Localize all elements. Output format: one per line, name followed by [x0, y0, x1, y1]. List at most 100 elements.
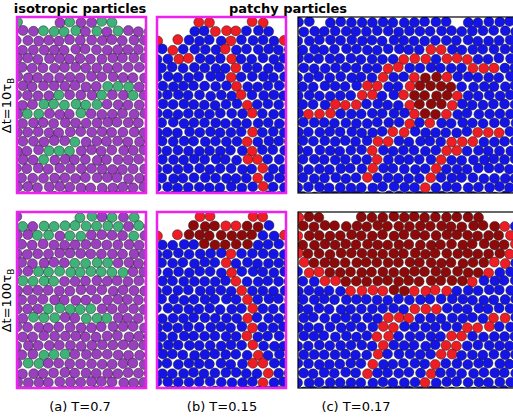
particle — [336, 164, 346, 174]
particle — [184, 377, 194, 387]
particle — [467, 350, 477, 360]
particle — [314, 340, 324, 350]
particle — [157, 173, 167, 183]
particle — [399, 127, 409, 137]
particle — [505, 304, 513, 314]
particle — [430, 212, 440, 222]
row-label-subscript: B — [7, 77, 17, 83]
particle — [81, 295, 91, 305]
particle — [436, 99, 446, 109]
particle — [473, 182, 483, 192]
particle — [232, 136, 242, 146]
particle — [200, 137, 210, 147]
particle — [398, 145, 408, 155]
particle — [60, 312, 70, 322]
particle — [194, 322, 204, 332]
particle — [388, 323, 398, 333]
particle — [469, 369, 479, 379]
particle — [206, 127, 216, 137]
particle — [168, 117, 178, 127]
particle — [184, 268, 194, 278]
particle — [341, 174, 351, 184]
particle — [91, 294, 101, 304]
particle — [357, 248, 367, 258]
particle — [500, 26, 510, 36]
particle — [70, 313, 80, 323]
particle — [71, 295, 81, 305]
particle — [436, 172, 446, 182]
particle — [263, 154, 273, 164]
particle — [253, 277, 263, 287]
particle — [55, 18, 65, 28]
particle — [134, 240, 144, 250]
particle — [430, 322, 440, 332]
particle — [195, 163, 205, 173]
particle — [194, 359, 204, 369]
particle — [378, 322, 388, 332]
particle — [87, 35, 97, 45]
particle — [298, 358, 303, 368]
particle — [393, 62, 403, 72]
particle — [378, 304, 388, 314]
particle — [221, 368, 231, 378]
particle — [22, 90, 32, 100]
particle — [336, 109, 346, 119]
particle — [409, 145, 419, 155]
particle — [330, 26, 340, 36]
particle — [174, 54, 184, 64]
particle — [372, 117, 382, 127]
particle — [86, 109, 96, 119]
particle — [351, 63, 361, 73]
particle — [34, 145, 44, 155]
particle — [298, 73, 303, 83]
particle — [463, 360, 473, 370]
particle — [242, 277, 252, 287]
particle — [405, 349, 415, 359]
particle — [81, 314, 91, 324]
particle — [18, 119, 28, 129]
particle — [112, 173, 122, 183]
particle — [50, 63, 60, 73]
particle — [173, 90, 183, 100]
particle — [373, 276, 383, 286]
particle — [75, 305, 85, 315]
particle — [336, 72, 346, 82]
particle — [495, 341, 505, 351]
particle — [331, 63, 341, 73]
particle — [237, 304, 247, 314]
particle — [231, 368, 241, 378]
particle — [367, 304, 377, 314]
particle — [128, 145, 138, 155]
particle — [468, 137, 478, 147]
particle — [309, 222, 319, 232]
particle — [264, 172, 274, 182]
particle — [18, 81, 28, 91]
particle — [298, 231, 303, 241]
particle — [54, 340, 64, 350]
particle — [506, 71, 513, 81]
particle — [49, 27, 59, 37]
particle — [319, 294, 329, 304]
particle — [431, 145, 441, 155]
particle — [383, 368, 393, 378]
particle — [394, 240, 404, 250]
particle — [373, 221, 383, 231]
particle — [55, 163, 65, 173]
particle — [227, 304, 237, 314]
particle — [499, 368, 509, 378]
particle — [97, 230, 107, 240]
particle — [210, 258, 220, 268]
particle — [118, 322, 128, 332]
particle — [210, 26, 220, 36]
particle — [65, 90, 75, 100]
particle — [85, 54, 95, 64]
particle — [75, 35, 85, 45]
particle — [87, 377, 97, 387]
particle — [59, 100, 69, 110]
particle — [425, 294, 435, 304]
particle — [184, 340, 194, 350]
particle — [494, 128, 504, 138]
particle — [274, 100, 284, 110]
particle — [437, 118, 447, 128]
particle — [60, 118, 70, 128]
